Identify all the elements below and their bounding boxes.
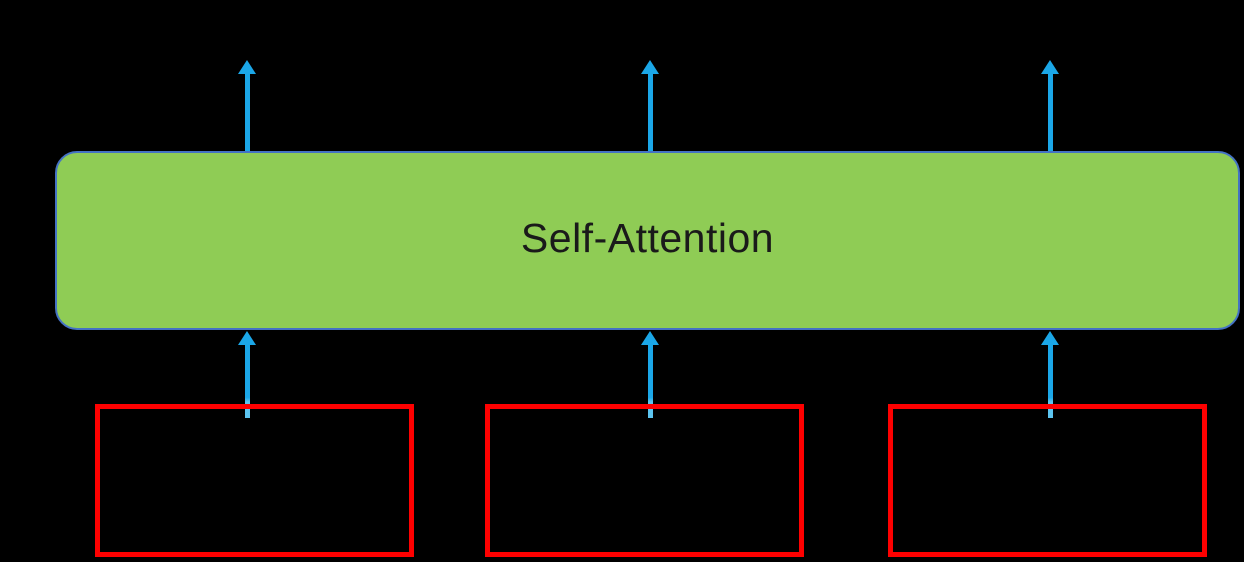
arrow-shaft	[1047, 345, 1053, 418]
input-arrow-left-icon	[238, 331, 256, 418]
output-arrow-left-icon	[238, 60, 256, 152]
output-arrow-middle-icon	[641, 60, 659, 152]
arrowhead-icon	[641, 60, 659, 74]
arrow-shaft	[244, 74, 250, 152]
input-arrow-middle-icon	[641, 331, 659, 418]
input-box-middle	[485, 404, 804, 557]
arrowhead-icon	[1041, 60, 1059, 74]
input-arrow-right-icon	[1041, 331, 1059, 418]
self-attention-label: Self-Attention	[520, 215, 775, 261]
output-arrow-right-icon	[1041, 60, 1059, 152]
arrowhead-icon	[238, 60, 256, 74]
self-attention-block: Self-Attention	[55, 151, 1240, 330]
arrow-shaft	[1047, 74, 1053, 152]
arrowhead-icon	[641, 331, 659, 345]
input-box-left	[95, 404, 414, 557]
arrowhead-icon	[238, 331, 256, 345]
arrow-shaft	[647, 74, 653, 152]
arrow-shaft	[244, 345, 250, 418]
arrowhead-icon	[1041, 331, 1059, 345]
arrow-shaft	[647, 345, 653, 418]
input-box-right	[888, 404, 1207, 557]
